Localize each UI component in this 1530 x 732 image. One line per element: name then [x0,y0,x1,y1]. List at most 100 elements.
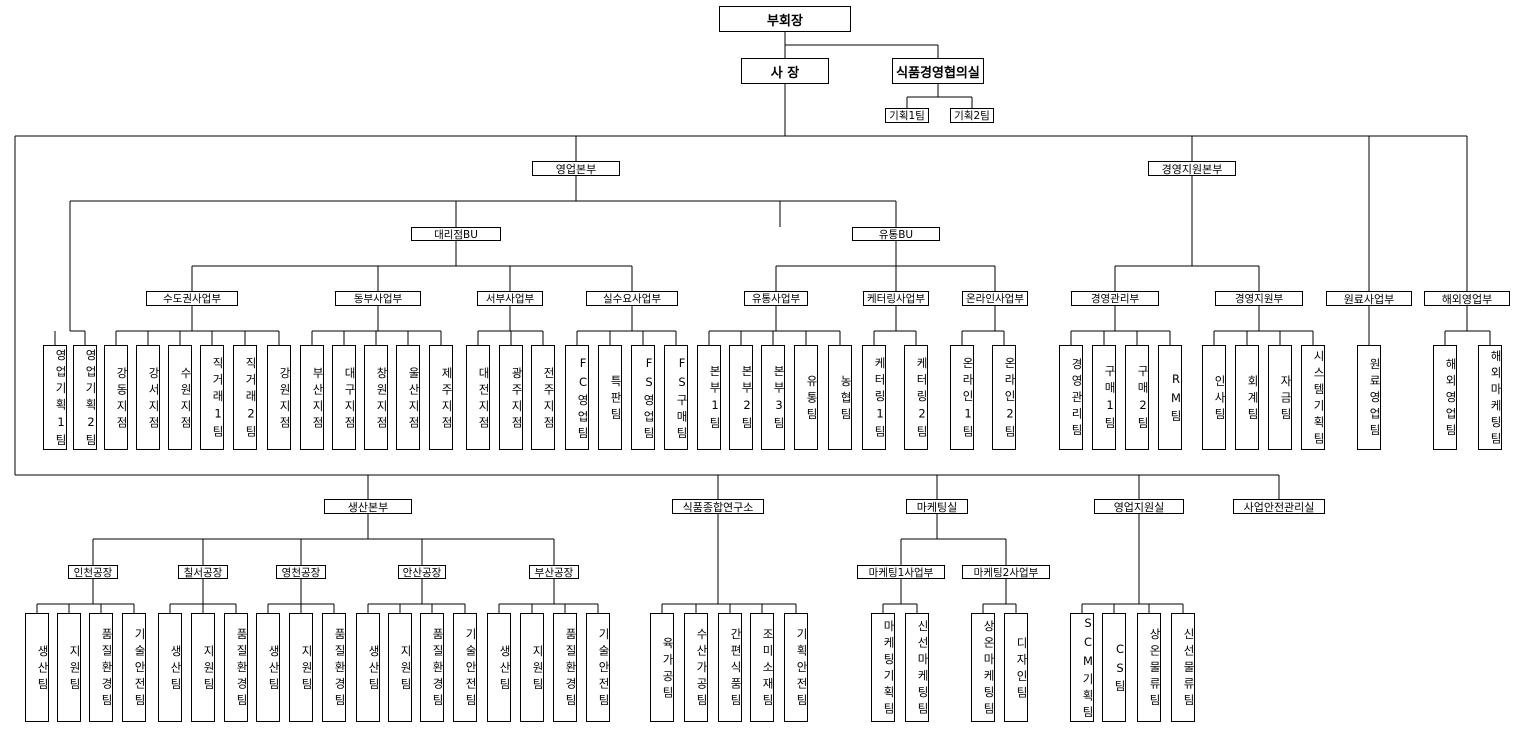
team-box: 대구지점 [332,345,356,450]
team-box: 신선물류팀 [1171,613,1195,722]
team-box: 부산지점 [300,345,324,450]
team-box: 생산팀 [256,613,280,722]
team-box: 품질환경팀 [224,613,248,722]
team-box: 수산가공팀 [684,613,708,722]
division-box: 식품종합연구소 [672,499,764,514]
team-box: 지원팀 [388,613,412,722]
team-box: 제주지점 [429,345,453,450]
team-box: 인사팀 [1202,345,1226,450]
team-box: 기술안전팀 [122,613,146,722]
team-box: 경영관리팀 [1059,345,1083,450]
team-box: 영업기획2팀 [73,345,97,450]
department-box: 서부사업부 [477,291,543,306]
team-box: 상온물류팀 [1137,613,1161,722]
division-box-raw-material: 원료사업부 [1326,291,1412,306]
team-box: CS팀 [1102,613,1126,722]
plant-box: 안산공장 [398,565,446,579]
plant-box: 부산공장 [529,565,579,579]
team-box: 생산팀 [356,613,380,722]
team-box: 지원팀 [191,613,215,722]
plant-box: 칠서공장 [178,565,228,579]
team-box: 품질환경팀 [322,613,346,722]
team-box: 대전지점 [466,345,490,450]
team-box: SCM기획팀 [1070,613,1094,722]
department-box: 동부사업부 [335,291,421,306]
team-box: 회계팀 [1235,345,1259,450]
team-box: 원료영업팀 [1357,345,1381,450]
division-box: 생산본부 [324,499,412,514]
team-box: 품질환경팀 [420,613,444,722]
team-box: 육가공팀 [650,613,674,722]
department-box: 온라인사업부 [962,291,1028,306]
team-box: FS구매팀 [664,345,688,450]
team-box: 상온마케팅팀 [971,613,995,722]
team-box: 광주지점 [499,345,523,450]
team-box: 강동지점 [104,345,128,450]
team-box: 본부2팀 [729,345,753,450]
department-box: 케터링사업부 [863,291,929,306]
team-box: 직거래1팀 [200,345,224,450]
division-box: 영업지원실 [1094,499,1184,514]
team-box: 품질환경팀 [89,613,113,722]
department-box: 마케팅1사업부 [857,565,945,579]
council-team-box: 기획1팀 [885,108,929,123]
team-box: 생산팀 [158,613,182,722]
team-box: 구매1팀 [1092,345,1116,450]
team-box: 영업기획1팀 [43,345,67,450]
department-box: 실수요사업부 [586,291,678,306]
team-box: 자금팀 [1268,345,1292,450]
council-box: 식품경영협의실 [892,58,984,84]
team-box: RM팀 [1158,345,1182,450]
team-box: 케터링2팀 [904,345,928,450]
vice-chairman-box: 부회장 [719,6,851,32]
team-box: 강원지점 [267,345,291,450]
team-box: FC영업팀 [565,345,589,450]
department-box: 유통사업부 [744,291,808,306]
team-box: 기획안전팀 [784,613,808,722]
division-box-management-support: 경영지원본부 [1148,161,1236,176]
team-box: 조미소재팀 [750,613,774,722]
team-box: 시스템기획팀 [1301,345,1325,450]
team-box: 농협팀 [828,345,852,450]
division-box-overseas: 해외영업부 [1424,291,1510,306]
team-box: 마케팅기획팀 [871,613,895,722]
council-team-box: 기획2팀 [950,108,994,123]
team-box: 지원팀 [57,613,81,722]
team-box: 해외영업팀 [1433,345,1457,450]
team-box: 유통팀 [794,345,818,450]
team-box: 해외마케팅팀 [1478,345,1502,450]
team-box: 간편식품팀 [718,613,742,722]
team-box: FS영업팀 [631,345,655,450]
team-box: 울산지점 [396,345,420,450]
department-box: 경영지원부 [1215,291,1303,306]
plant-box: 인천공장 [68,565,118,579]
department-box: 수도권사업부 [146,291,238,306]
plant-box: 영천공장 [276,565,326,579]
team-box: 신선마케팅팀 [905,613,929,722]
team-box: 생산팀 [25,613,49,722]
team-box: 창원지점 [364,345,388,450]
division-box: 마케팅실 [906,499,968,514]
team-box: 지원팀 [520,613,544,722]
team-box: 직거래2팀 [233,345,257,450]
president-box: 사 장 [741,58,829,84]
team-box: 기술안전팀 [453,613,477,722]
team-box: 전주지점 [531,345,555,450]
bu-box-distribution: 유통BU [852,227,940,241]
team-box: 본부1팀 [697,345,721,450]
team-box: 특판팀 [598,345,622,450]
team-box: 지원팀 [289,613,313,722]
team-box: 본부3팀 [761,345,785,450]
team-box: 디자인팀 [1004,613,1028,722]
department-box: 경영관리부 [1071,291,1159,306]
team-box: 구매2팀 [1125,345,1149,450]
bu-box-agency: 대리점BU [411,227,501,241]
division-box: 사업안전관리실 [1233,499,1325,514]
team-box: 강서지점 [136,345,160,450]
team-box: 기술안전팀 [586,613,610,722]
team-box: 생산팀 [487,613,511,722]
department-box: 마케팅2사업부 [962,565,1050,579]
team-box: 품질환경팀 [553,613,577,722]
